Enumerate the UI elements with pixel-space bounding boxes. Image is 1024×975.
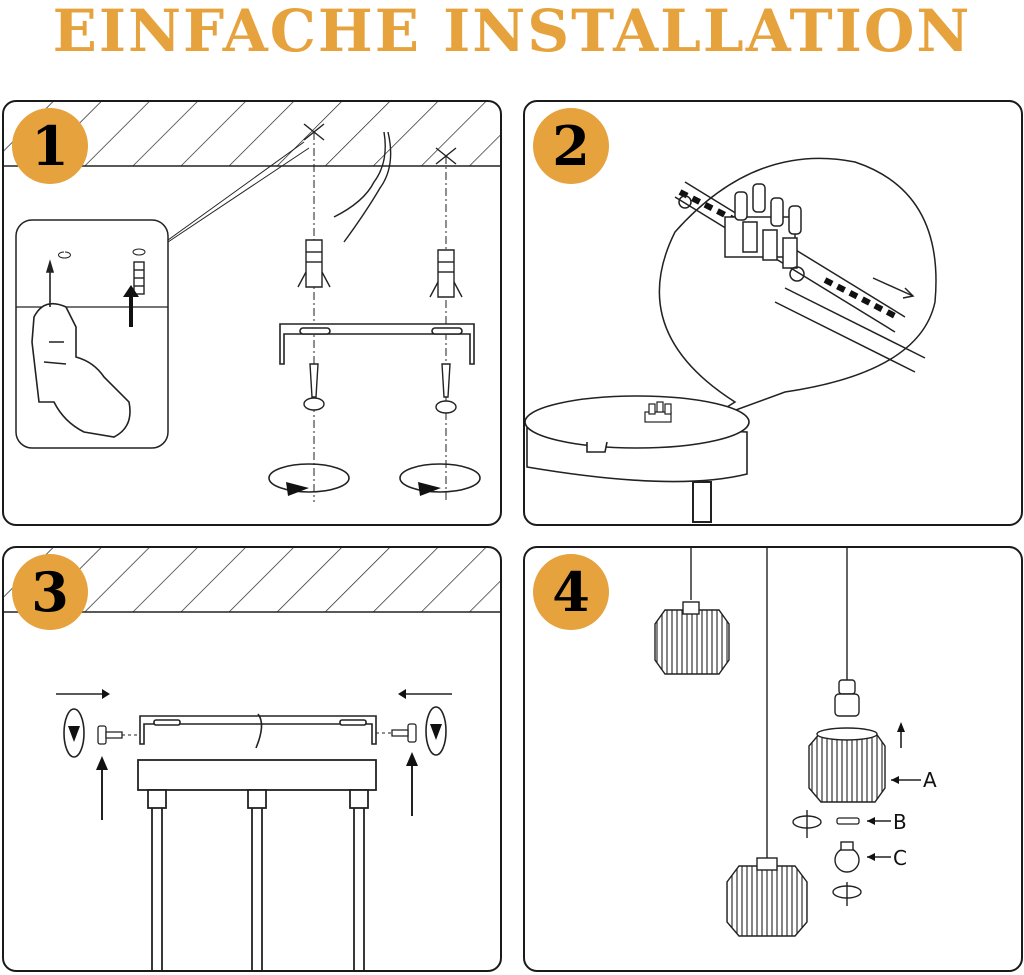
drill-icon bbox=[31, 259, 131, 438]
step-number-badge: 1 bbox=[12, 108, 88, 184]
canopy-plate-icon bbox=[525, 395, 750, 483]
step-number-badge: 4 bbox=[533, 554, 609, 630]
canopy-icon bbox=[137, 759, 377, 970]
step-number-badge: 2 bbox=[533, 108, 609, 184]
step-1-illustration bbox=[4, 102, 500, 502]
cage-shade-icon bbox=[726, 857, 808, 937]
screw-icon bbox=[303, 363, 457, 414]
step-1-panel: 1 bbox=[2, 100, 502, 526]
rotate-arrow-icon bbox=[792, 810, 822, 838]
step-number-badge: 3 bbox=[12, 554, 88, 630]
lamp-socket-icon bbox=[834, 679, 860, 717]
mounting-bracket-icon bbox=[139, 713, 377, 749]
rotate-arrow-icon bbox=[268, 463, 481, 493]
terminal-block-icon bbox=[658, 157, 937, 423]
part-label-a: A bbox=[923, 768, 937, 792]
wall-anchor-icon bbox=[133, 261, 145, 295]
step-2-panel: 2 bbox=[523, 100, 1023, 526]
part-label-c: C bbox=[893, 846, 907, 870]
part-label-b: B bbox=[893, 810, 907, 834]
wall-anchor-icon bbox=[297, 239, 463, 298]
cage-shade-icon bbox=[654, 601, 730, 675]
mounting-bracket-icon bbox=[279, 323, 475, 365]
light-bulb-icon bbox=[834, 841, 860, 873]
rotate-arrow-icon bbox=[63, 706, 447, 758]
push-arrow-icon bbox=[101, 762, 413, 820]
drill-inset bbox=[15, 141, 310, 449]
step-3-panel: 3 bbox=[2, 546, 502, 972]
cage-shade-icon bbox=[808, 727, 886, 803]
wire-icon bbox=[692, 481, 712, 523]
wire-icon bbox=[333, 131, 392, 243]
step-2-illustration bbox=[525, 157, 937, 523]
rotate-arrow-icon bbox=[832, 882, 862, 906]
step-4-illustration bbox=[654, 548, 921, 937]
side-screw-icon bbox=[97, 723, 417, 745]
step-4-panel: 4 bbox=[523, 546, 1023, 972]
page-title: EINFACHE INSTALLATION bbox=[52, 0, 972, 65]
ring-icon bbox=[836, 817, 860, 825]
